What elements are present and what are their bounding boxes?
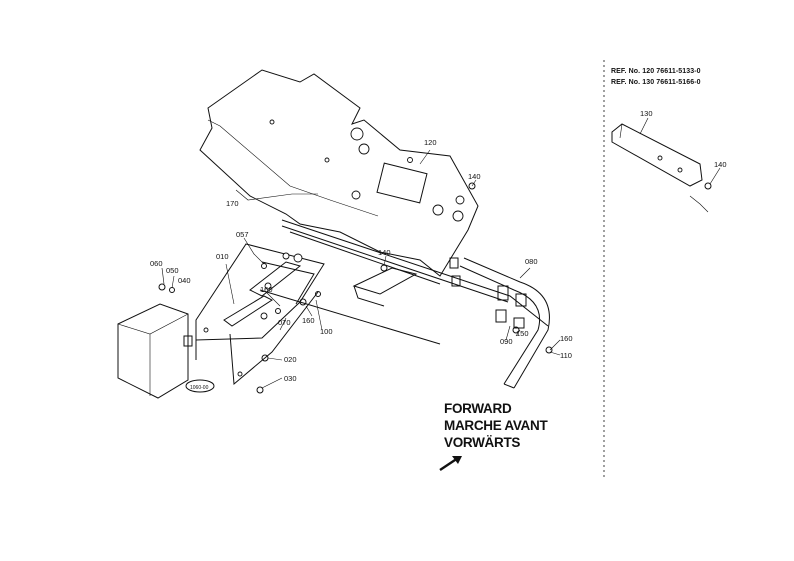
callout-057: 057	[236, 230, 249, 239]
callout-100: 100	[320, 327, 333, 336]
callout-130: 130	[640, 109, 653, 118]
direction-label-german: VORWÄRTS	[444, 435, 521, 450]
callout-110: 110	[560, 351, 572, 360]
callout-080: 080	[525, 257, 538, 266]
part-stamp	[185, 379, 215, 393]
callout-170: 170	[226, 199, 239, 208]
ref-number-120: REF. No. 120 76611-5133-0	[611, 68, 701, 75]
callout-090: 090	[500, 337, 513, 346]
front-cover	[117, 303, 215, 399]
direction-label-english: FORWARD	[444, 401, 512, 416]
direction-label-french: MARCHE AVANT	[444, 418, 548, 433]
stamp-label: 1060-00	[190, 385, 209, 391]
inset-part-130	[611, 123, 709, 213]
callout-140-b: 140	[378, 248, 391, 257]
callout-150: 150	[516, 329, 529, 338]
frame-rails	[259, 219, 549, 345]
callout-120: 120	[424, 138, 437, 147]
ref-number-130: REF. No. 130 76611-5166-0	[611, 79, 701, 86]
callout-050: 050	[166, 266, 179, 275]
floor-plate	[199, 69, 479, 277]
callout-070: 070	[278, 318, 291, 327]
callout-140-a: 140	[468, 172, 481, 181]
callout-140-c: 140	[714, 160, 727, 169]
bumper-tube	[449, 257, 550, 389]
callout-060: 060	[150, 259, 163, 268]
callout-030: 030	[284, 374, 297, 383]
callout-010: 010	[216, 252, 229, 261]
leader-lines	[161, 117, 721, 471]
callout-040: 040	[178, 276, 191, 285]
front-bracket	[195, 243, 325, 386]
callout-020: 020	[284, 355, 297, 364]
callout-160-b: 160	[302, 316, 315, 325]
callout-160-a: 160	[260, 285, 273, 294]
callout-160-c: 160	[560, 334, 573, 343]
